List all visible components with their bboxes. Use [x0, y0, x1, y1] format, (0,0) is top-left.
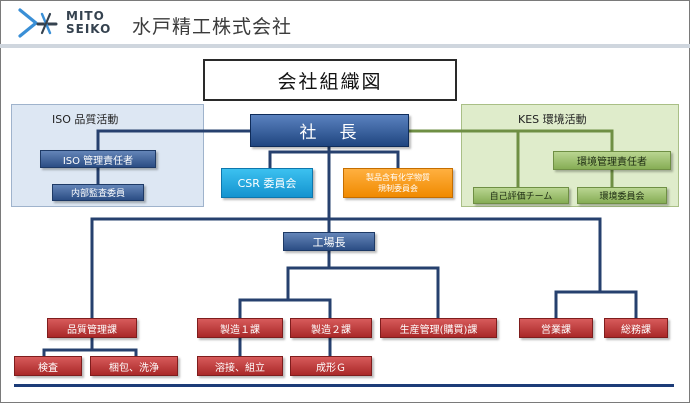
csr-committee-node: CSR 委員会 [221, 168, 313, 198]
header-divider [0, 44, 690, 48]
manufacturing-1-dept-node: 製造１課 [197, 318, 283, 338]
manufacturing-2-dept-node: 製造２課 [290, 318, 372, 338]
logo-text-seiko: SEIKO [66, 22, 112, 36]
iso-panel-title: ISO 品質活動 [52, 113, 119, 126]
footer-divider [14, 384, 674, 387]
packing-washing-section-node: 梱包、洗浄 [90, 356, 178, 376]
chart-title: 会社組織図 [203, 59, 457, 101]
kes-panel-title: KES 環境活動 [518, 113, 587, 126]
chemical-committee-line1: 製品含有化学物質 [366, 173, 430, 182]
chemical-regulation-committee-node: 製品含有化学物質 規制委員会 [343, 168, 453, 198]
forming-group-node: 成形Ｇ [290, 356, 372, 376]
welding-assembly-section-node: 溶接、組立 [197, 356, 283, 376]
president-node: 社 長 [250, 114, 409, 147]
iso-manager-node: ISO 管理責任者 [40, 150, 156, 168]
general-affairs-dept-node: 総務課 [604, 318, 668, 338]
inspection-section-node: 検査 [14, 356, 82, 376]
logo-text-mito: MITO [66, 9, 105, 23]
chemical-committee-line2: 規制委員会 [378, 184, 418, 193]
company-name: 水戸精工株式会社 [132, 16, 293, 38]
environment-manager-node: 環境管理責任者 [553, 151, 671, 170]
production-control-dept-node: 生産管理(購買)課 [380, 318, 497, 338]
mito-seiko-logo-icon [18, 8, 58, 38]
self-evaluation-team-node: 自己評価チーム [473, 187, 569, 204]
sales-dept-node: 営業課 [519, 318, 593, 338]
quality-control-dept-node: 品質管理課 [47, 318, 137, 338]
internal-audit-node: 内部監査委員 [52, 184, 144, 201]
environment-committee-node: 環境委員会 [577, 187, 667, 204]
factory-manager-node: 工場長 [283, 232, 375, 251]
